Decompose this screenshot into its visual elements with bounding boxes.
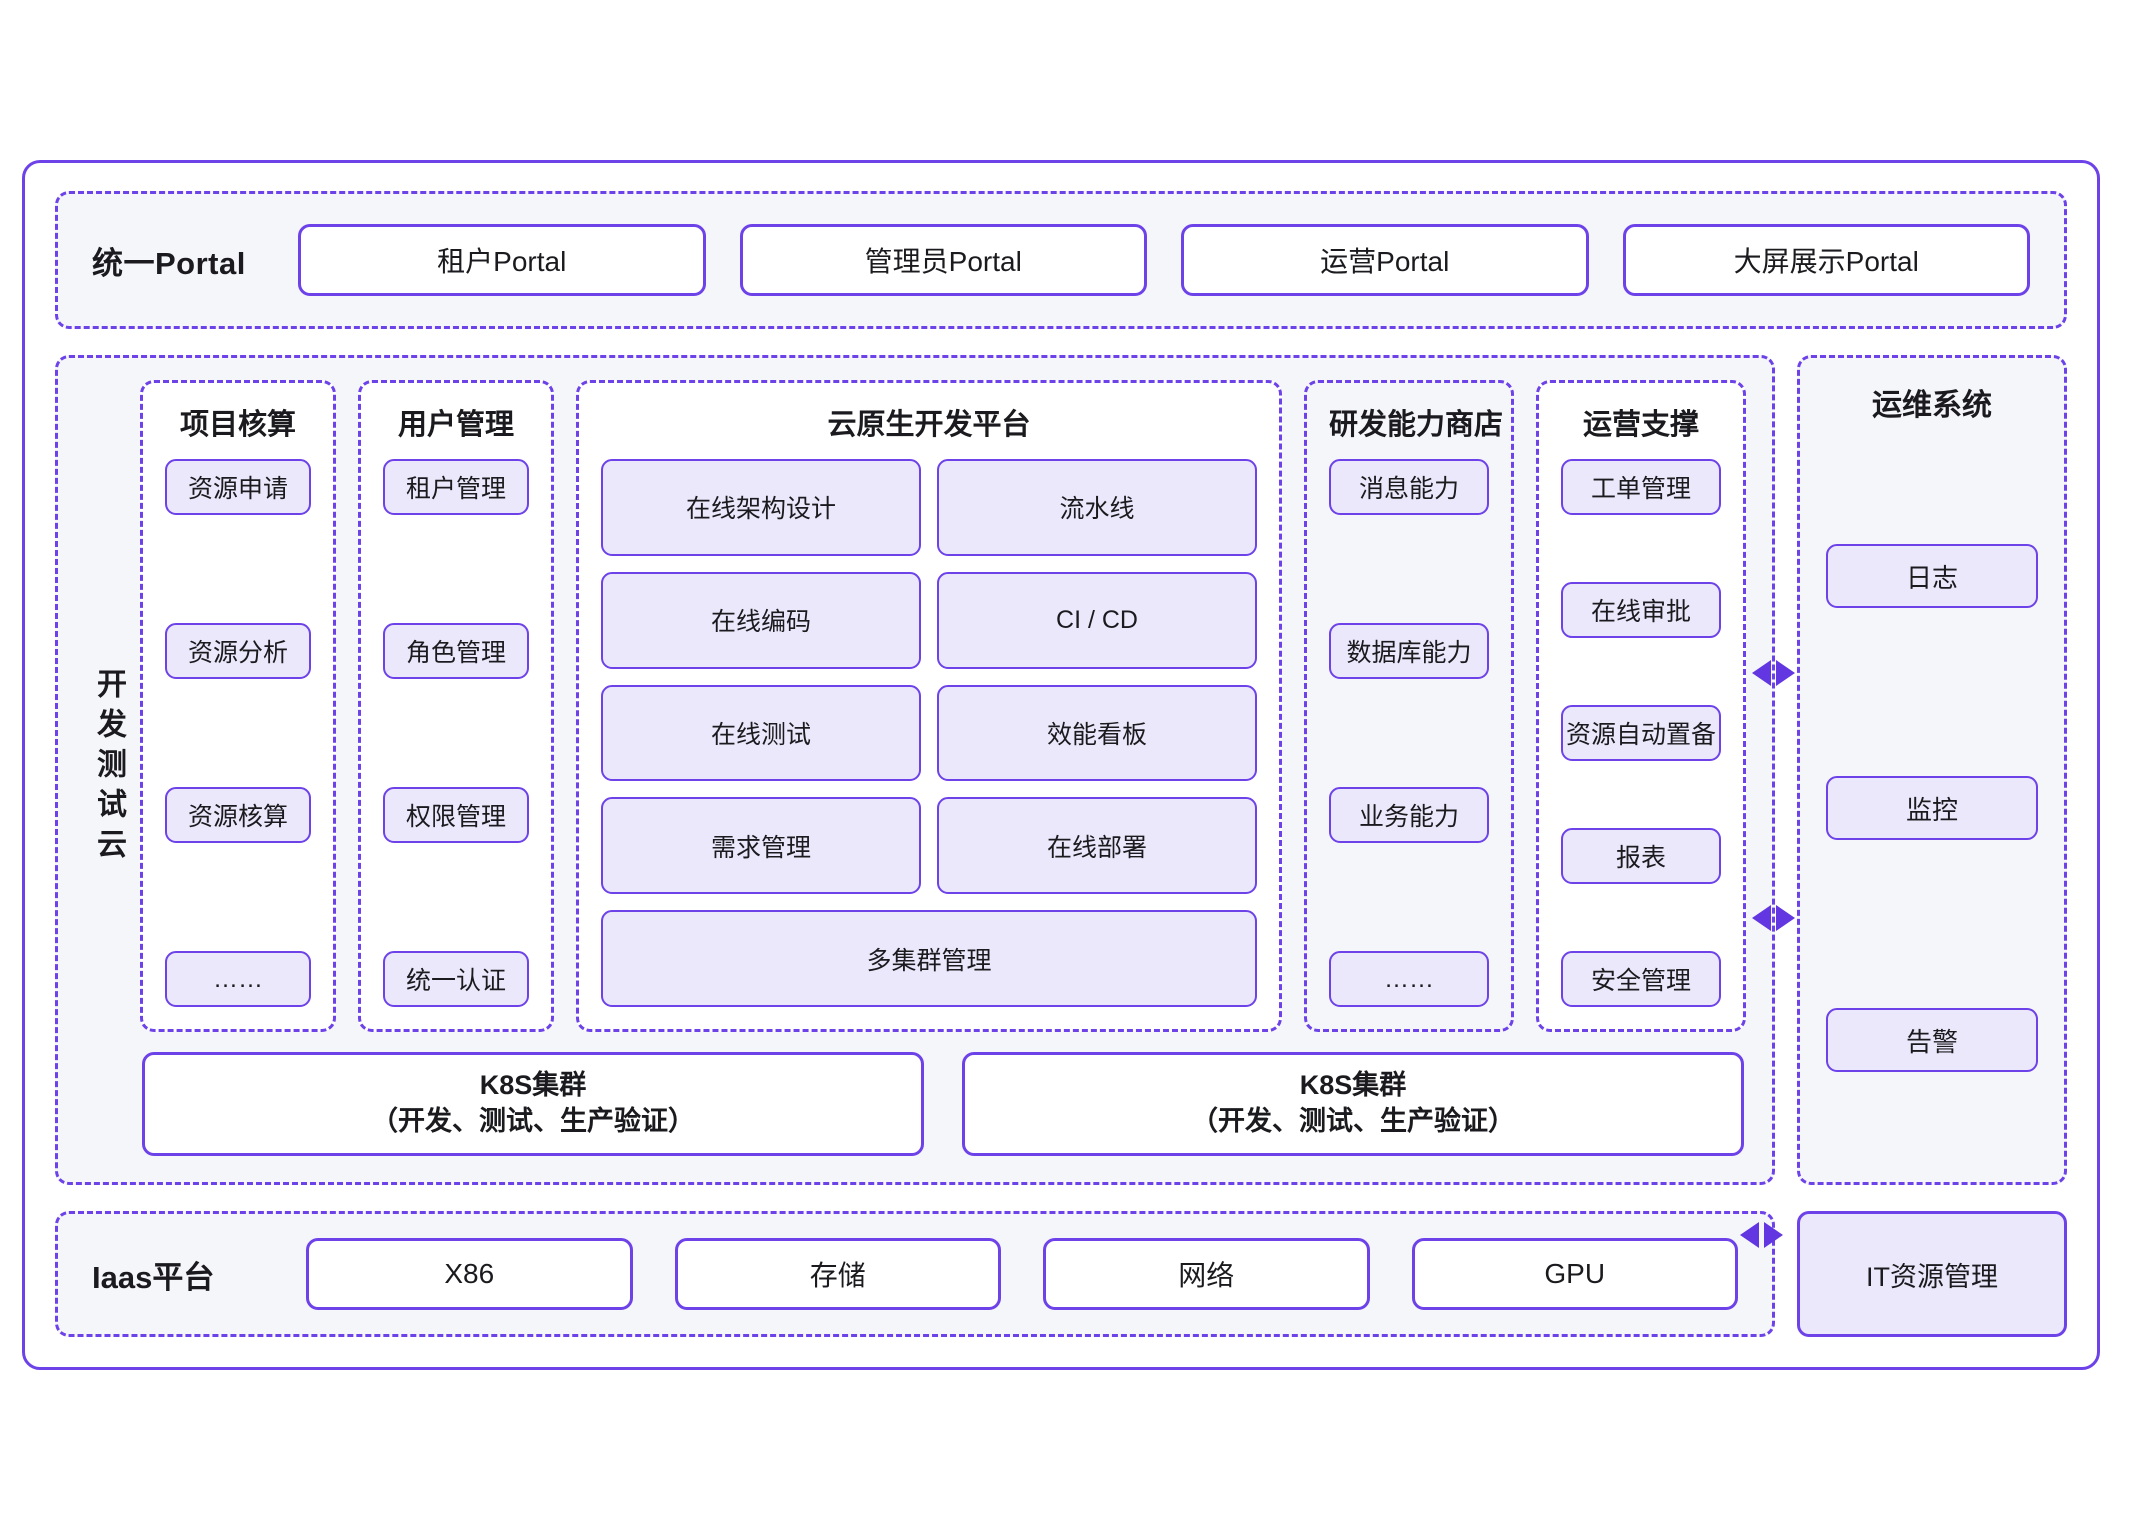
chip-business-capability[interactable]: 业务能力 xyxy=(1329,787,1489,843)
chip-store-more[interactable]: …… xyxy=(1329,951,1489,1007)
iaas-card-x86[interactable]: X86 xyxy=(306,1238,633,1310)
chip-unified-auth[interactable]: 统一认证 xyxy=(383,951,529,1007)
triangle-right-icon xyxy=(1764,1222,1783,1248)
chip-online-deployment[interactable]: 在线部署 xyxy=(937,797,1257,895)
connector-arrows-ops-top xyxy=(1752,660,1795,686)
chip-resource-accounting[interactable]: 资源核算 xyxy=(165,787,311,843)
group-items-user-management: 租户管理 角色管理 权限管理 统一认证 xyxy=(383,459,529,1007)
group-title-cloud-native-platform: 云原生开发平台 xyxy=(827,409,1031,441)
group-title-operations-support: 运营支撑 xyxy=(1582,409,1699,441)
ops-chip-log[interactable]: 日志 xyxy=(1826,544,2038,608)
portal-card-operations[interactable]: 运营Portal xyxy=(1181,224,1589,296)
chip-role-management[interactable]: 角色管理 xyxy=(383,623,529,679)
k8s-cluster-card-2[interactable]: K8S集群 （开发、测试、生产验证） xyxy=(962,1052,1744,1156)
k8s-cluster-card-1-line1: K8S集群 xyxy=(479,1070,587,1101)
iaas-card-gpu[interactable]: GPU xyxy=(1411,1238,1738,1310)
k8s-cluster-row: K8S集群 （开发、测试、生产验证） K8S集群 （开发、测试、生产验证） xyxy=(140,1052,1746,1156)
chip-project-more[interactable]: …… xyxy=(165,951,311,1007)
middle-row: 开发测试云 项目核算 资源申请 资源分析 资源核算 …… xyxy=(55,355,2067,1185)
portal-section: 统一Portal 租户Portal 管理员Portal 运营Portal 大屏展… xyxy=(55,191,2067,329)
chip-online-architecture-design[interactable]: 在线架构设计 xyxy=(601,459,921,556)
k8s-cluster-card-2-line1: K8S集群 xyxy=(1299,1070,1407,1101)
ops-system-title: 运维系统 xyxy=(1872,389,1992,422)
capability-group-columns: 项目核算 资源申请 资源分析 资源核算 …… 用户管理 租户管理 xyxy=(140,380,1746,1032)
group-title-project-accounting: 项目核算 xyxy=(179,409,296,441)
triangle-right-icon xyxy=(1776,905,1795,931)
group-items-rd-capability-store: 消息能力 数据库能力 业务能力 …… xyxy=(1329,459,1489,1007)
chip-database-capability[interactable]: 数据库能力 xyxy=(1329,623,1489,679)
chip-message-capability[interactable]: 消息能力 xyxy=(1329,459,1489,515)
k8s-cluster-card-1[interactable]: K8S集群 （开发、测试、生产验证） xyxy=(142,1052,924,1156)
group-panel-rd-capability-store: 研发能力商店 消息能力 数据库能力 业务能力 …… xyxy=(1304,380,1514,1032)
portal-card-bigscreen[interactable]: 大屏展示Portal xyxy=(1622,224,2030,296)
chip-work-order-management[interactable]: 工单管理 xyxy=(1561,459,1721,515)
chip-resource-application[interactable]: 资源申请 xyxy=(165,459,311,515)
devtest-cloud-vertical-label: 开发测试云 xyxy=(92,668,125,868)
ops-system-section: 运维系统 日志 监控 告警 xyxy=(1797,355,2067,1185)
chip-tenant-management[interactable]: 租户管理 xyxy=(383,459,529,515)
group-items-project-accounting: 资源申请 资源分析 资源核算 …… xyxy=(165,459,311,1007)
chip-efficiency-dashboard[interactable]: 效能看板 xyxy=(937,684,1257,782)
group-items-operations-support: 工单管理 在线审批 资源自动置备 报表 安全管理 xyxy=(1561,459,1721,1007)
k8s-cluster-card-1-line2: （开发、测试、生产验证） xyxy=(371,1106,695,1136)
devtest-cloud-content: 项目核算 资源申请 资源分析 资源核算 …… 用户管理 租户管理 xyxy=(140,380,1746,1156)
iaas-card-network[interactable]: 网络 xyxy=(1043,1238,1370,1310)
chip-online-coding[interactable]: 在线编码 xyxy=(601,571,921,669)
group-title-user-management: 用户管理 xyxy=(397,409,514,441)
ops-system-items: 日志 监控 告警 xyxy=(1826,460,2038,1156)
it-resource-wrapper: IT资源管理 xyxy=(1797,1211,2067,1337)
group-title-rd-capability-store: 研发能力商店 xyxy=(1329,409,1504,441)
triangle-right-icon xyxy=(1776,660,1795,686)
triangle-left-icon xyxy=(1752,905,1771,931)
it-resource-management-card[interactable]: IT资源管理 xyxy=(1797,1211,2067,1337)
group-panel-operations-support: 运营支撑 工单管理 在线审批 资源自动置备 报表 安全管理 xyxy=(1536,380,1746,1032)
iaas-platform-title: Iaas平台 xyxy=(92,1259,215,1295)
portal-card-admin[interactable]: 管理员Portal xyxy=(739,224,1147,296)
connector-arrows-ops-bottom xyxy=(1752,905,1795,931)
chip-requirement-management[interactable]: 需求管理 xyxy=(601,797,921,895)
group-panel-project-accounting: 项目核算 资源申请 资源分析 资源核算 …… xyxy=(140,380,336,1032)
ops-chip-monitoring[interactable]: 监控 xyxy=(1826,776,2038,840)
triangle-left-icon xyxy=(1752,660,1771,686)
iaas-card-storage[interactable]: 存储 xyxy=(674,1238,1001,1310)
group-panel-cloud-native-platform: 云原生开发平台 在线架构设计 流水线 在线编码 CI / CD 在线测试 效能看… xyxy=(576,380,1282,1032)
chip-auto-resource-provisioning[interactable]: 资源自动置备 xyxy=(1561,705,1721,761)
chip-ci-cd[interactable]: CI / CD xyxy=(937,571,1257,669)
triangle-left-icon xyxy=(1740,1222,1759,1248)
chip-permission-management[interactable]: 权限管理 xyxy=(383,787,529,843)
chip-pipeline[interactable]: 流水线 xyxy=(937,459,1257,556)
chip-report[interactable]: 报表 xyxy=(1561,828,1721,884)
chip-online-testing[interactable]: 在线测试 xyxy=(601,684,921,782)
chip-multi-cluster-management[interactable]: 多集群管理 xyxy=(601,910,1257,1007)
iaas-row: Iaas平台 X86 存储 网络 GPU IT资源管理 xyxy=(55,1211,2067,1337)
devtest-cloud-section: 开发测试云 项目核算 资源申请 资源分析 资源核算 …… xyxy=(55,355,1775,1185)
chip-security-management[interactable]: 安全管理 xyxy=(1561,951,1721,1007)
ops-chip-alarm[interactable]: 告警 xyxy=(1826,1008,2038,1072)
chip-resource-analysis[interactable]: 资源分析 xyxy=(165,623,311,679)
connector-arrows-iaas xyxy=(1740,1222,1783,1248)
iaas-platform-section: Iaas平台 X86 存储 网络 GPU xyxy=(55,1211,1775,1337)
k8s-cluster-card-2-line2: （开发、测试、生产验证） xyxy=(1191,1106,1515,1136)
portal-section-title: 统一Portal xyxy=(92,245,246,281)
group-panel-user-management: 用户管理 租户管理 角色管理 权限管理 统一认证 xyxy=(358,380,554,1032)
group-items-cloud-native-platform: 在线架构设计 流水线 在线编码 CI / CD 在线测试 效能看板 需求管理 在… xyxy=(601,459,1257,1007)
architecture-diagram: 统一Portal 租户Portal 管理员Portal 运营Portal 大屏展… xyxy=(22,160,2100,1370)
portal-card-tenant[interactable]: 租户Portal xyxy=(298,224,706,296)
chip-online-approval[interactable]: 在线审批 xyxy=(1561,582,1721,638)
